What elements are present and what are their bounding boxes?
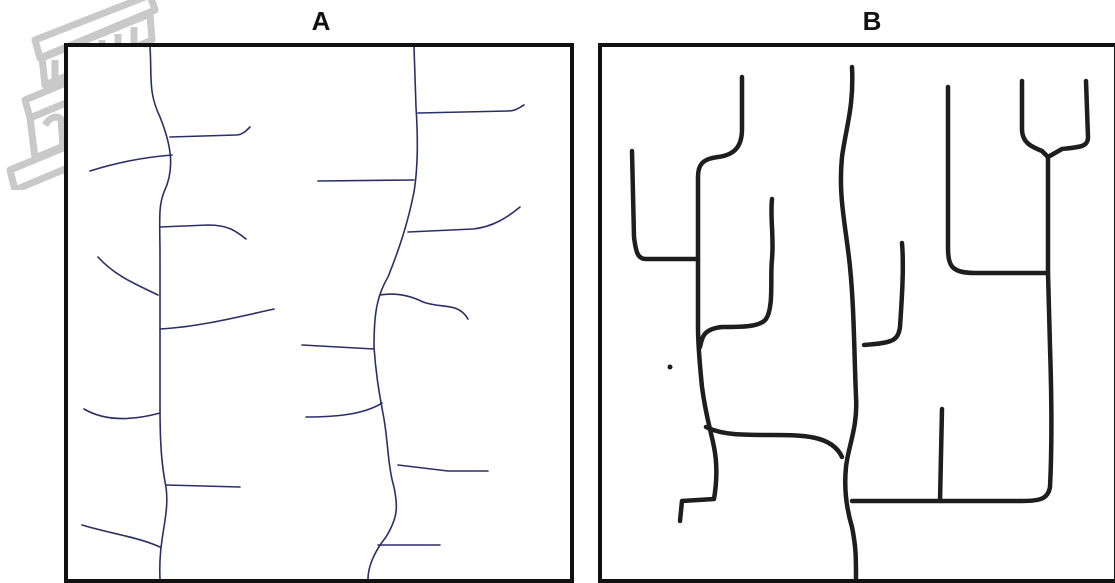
branch (407, 206, 521, 233)
vessel (849, 78, 1091, 504)
branch (165, 484, 241, 488)
branch (83, 408, 161, 420)
vessel (629, 148, 701, 262)
panel-a (64, 43, 574, 583)
vessel (937, 406, 945, 504)
branch (89, 154, 173, 172)
vessel (861, 240, 906, 348)
branch (397, 464, 489, 472)
branch (97, 256, 159, 296)
left-trunk (149, 47, 172, 579)
panel-b-diagram (629, 64, 1091, 579)
branch (301, 344, 375, 350)
branch (159, 308, 275, 330)
branch (317, 179, 415, 182)
panel-a-label: A (311, 6, 331, 36)
branch (379, 293, 469, 320)
branch (305, 402, 383, 418)
panel-b (598, 43, 1115, 583)
branch (169, 126, 251, 138)
panel-a-diagram (81, 47, 525, 579)
branch (417, 104, 525, 114)
vessel (697, 196, 775, 350)
vessel (945, 84, 1051, 276)
vessel (703, 424, 845, 460)
right-trunk (367, 47, 419, 579)
branch (81, 524, 161, 548)
vessel (838, 64, 859, 579)
vessel (677, 74, 745, 524)
panel-b-label: B (862, 6, 882, 36)
dot (667, 364, 673, 370)
branch (159, 224, 247, 240)
vessel (1019, 78, 1051, 160)
